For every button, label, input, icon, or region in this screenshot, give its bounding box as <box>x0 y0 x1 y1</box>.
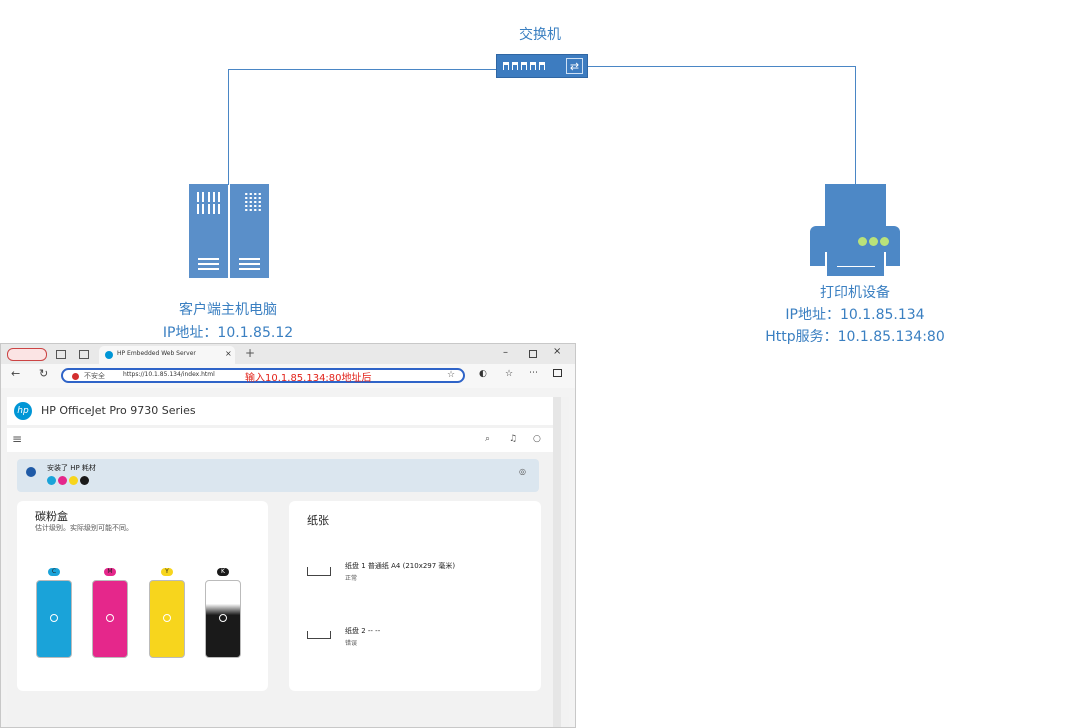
printer-light <box>869 237 878 246</box>
info-icon <box>26 467 36 477</box>
browser-screenshot: HP Embedded Web Server × + – × ← ↻ 不安全 h… <box>0 343 576 728</box>
address-bar: ← ↻ 不安全 https://10.1.85.134/index.html 输… <box>1 364 575 388</box>
scrollbar[interactable] <box>553 397 561 727</box>
ink-cap-m: M <box>104 568 116 576</box>
printer-http: Http服务：10.1.85.134:80 <box>765 329 945 345</box>
tab-actions-icon[interactable] <box>56 350 66 359</box>
tab-hp[interactable]: HP Embedded Web Server × <box>99 346 235 364</box>
tray1-label: 纸盘 1 普通纸 A4 (210x297 毫米) <box>345 562 456 570</box>
ink-cap-y: Y <box>161 568 173 576</box>
url-field[interactable]: 不安全 https://10.1.85.134/index.html 输入10.… <box>61 368 465 384</box>
tray1-status: 正常 <box>345 575 358 582</box>
server-icon <box>189 184 228 278</box>
tray2-label: 纸盘 2 -- -- <box>345 627 381 635</box>
menu-icon[interactable]: ⋯ <box>529 368 538 378</box>
ink-cap-k: K <box>217 568 229 576</box>
printer-switch-line-vertical <box>855 66 856 184</box>
hp-brand: HP OfficeJet Pro 9730 Series <box>41 404 196 417</box>
refresh-icon[interactable]: ↻ <box>39 367 49 380</box>
close-window-icon[interactable]: × <box>553 346 562 357</box>
search-icon[interactable]: ⌕ <box>485 434 491 444</box>
printer-switch-line-horizontal <box>588 66 856 67</box>
dismiss-icon[interactable]: ◎ <box>519 467 526 476</box>
ink-dots <box>47 476 91 487</box>
ink-cap-c: C <box>48 568 60 576</box>
server-icon-right <box>230 184 269 278</box>
sidebar-icon[interactable] <box>553 369 562 377</box>
bell-icon[interactable]: ♫ <box>509 434 518 444</box>
close-tab-icon[interactable]: × <box>225 349 232 358</box>
hamburger-icon[interactable]: ≡ <box>12 432 23 446</box>
warning-icon <box>72 373 79 380</box>
printer-label: 打印机设备 <box>820 285 890 301</box>
paper-card: 纸张 纸盘 1 普通纸 A4 (210x297 毫米) 正常 纸盘 2 -- -… <box>289 501 541 691</box>
annotation-text: 输入10.1.85.134:80地址后 <box>245 373 372 384</box>
tabs-icon[interactable] <box>79 350 89 359</box>
not-secure-label: 不安全 <box>84 372 105 380</box>
ink-info-icon[interactable] <box>50 614 58 622</box>
hp-favicon-icon <box>105 351 113 359</box>
supplies-banner: 安装了 HP 耗材 ◎ <box>17 459 539 492</box>
ink-cartridge-k <box>205 580 241 658</box>
switch-icon: ⇄ <box>496 54 588 78</box>
user-icon[interactable]: ○ <box>533 434 541 444</box>
printer-icon <box>825 184 886 226</box>
toner-subtitle: 估计级别。实际级别可能不同。 <box>35 524 133 532</box>
minimize-icon[interactable]: – <box>503 347 508 358</box>
switch-label: 交换机 <box>519 27 561 43</box>
new-tab-icon[interactable]: + <box>245 346 256 360</box>
tray2-icon <box>307 631 331 639</box>
printer-paper-line <box>837 266 875 267</box>
tab-title: HP Embedded Web Server <box>117 350 196 357</box>
ink-info-icon[interactable] <box>163 614 171 622</box>
printer-light <box>858 237 867 246</box>
client-switch-line-vertical <box>228 69 229 185</box>
ink-info-icon[interactable] <box>219 614 227 622</box>
client-switch-line-horizontal <box>228 69 496 70</box>
client-ip: IP地址：10.1.85.12 <box>162 325 294 341</box>
printer-ip: IP地址：10.1.85.134 <box>785 307 925 323</box>
hp-header: hp HP OfficeJet Pro 9730 Series <box>7 397 561 425</box>
tab-bar: HP Embedded Web Server × + – × <box>1 344 575 364</box>
tray1-icon <box>307 567 331 576</box>
ink-info-icon[interactable] <box>106 614 114 622</box>
maximize-icon[interactable] <box>529 350 537 358</box>
hp-logo-icon: hp <box>14 402 32 420</box>
tray2-status: 错误 <box>345 640 358 647</box>
client-label: 客户端主机电脑 <box>179 302 277 318</box>
printer-tray <box>825 252 886 278</box>
favorites-icon[interactable]: ☆ <box>505 369 514 379</box>
profile-button[interactable] <box>7 348 47 361</box>
toner-title: 碳粉盒 <box>35 510 68 523</box>
hp-toolbar: ≡ ⌕ ♫ ○ <box>7 428 561 452</box>
banner-text: 安装了 HP 耗材 <box>47 464 96 472</box>
back-icon[interactable]: ← <box>11 367 21 380</box>
hp-page: hp HP OfficeJet Pro 9730 Series ≡ ⌕ ♫ ○ … <box>7 397 569 727</box>
url-text: https://10.1.85.134/index.html <box>123 371 215 378</box>
favorite-icon[interactable]: ☆ <box>447 370 456 380</box>
printer-light <box>880 237 889 246</box>
paper-title: 纸张 <box>307 514 329 527</box>
extensions-icon[interactable]: ◐ <box>479 369 487 379</box>
